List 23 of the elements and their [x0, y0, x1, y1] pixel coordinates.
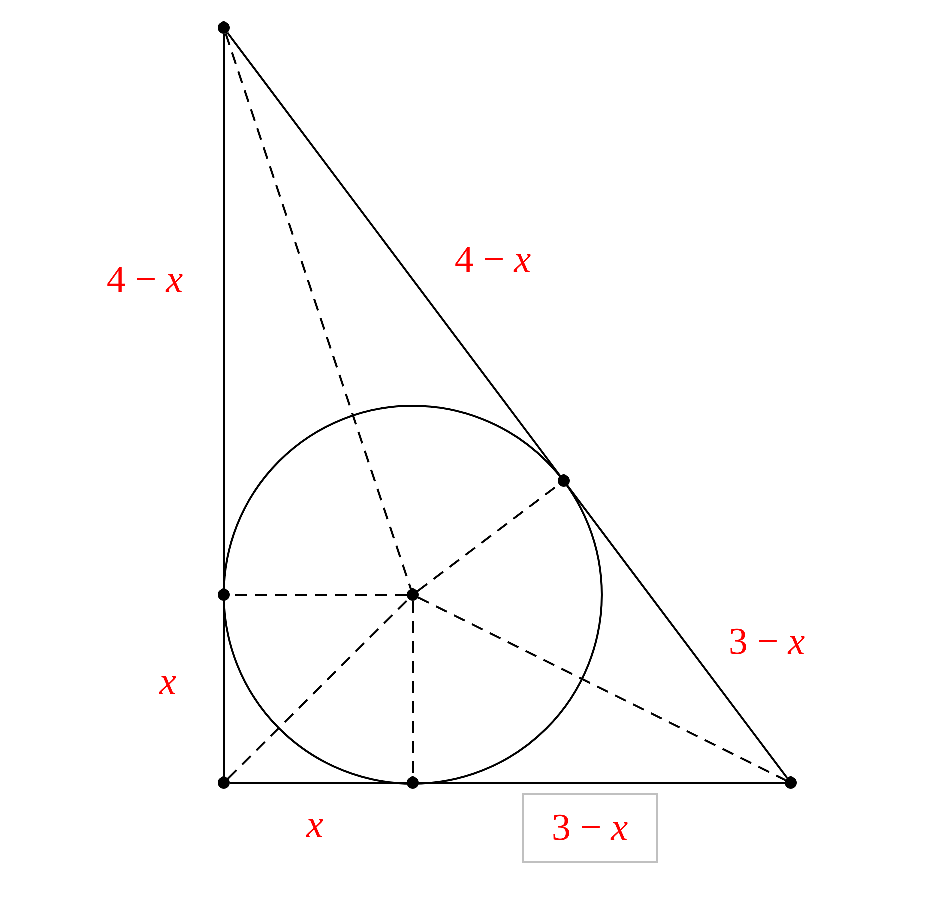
point: [218, 589, 230, 601]
math-label: 4 − x: [454, 241, 532, 279]
label-box: [522, 793, 658, 863]
math-label: x: [160, 663, 176, 701]
line-segment: [226, 32, 562, 477]
point: [218, 22, 230, 34]
line-segment: [419, 782, 785, 784]
point: [558, 475, 570, 487]
point: [407, 589, 419, 601]
math-label: 3 − x: [728, 623, 806, 661]
math-label: 4 − x: [106, 261, 184, 299]
math-label: 3 − x: [552, 809, 628, 847]
line-segment: [223, 601, 225, 777]
dashed-line: [228, 598, 410, 780]
line-segment: [230, 782, 407, 784]
point: [785, 777, 797, 789]
point: [218, 777, 230, 789]
dashed-line: [418, 596, 786, 782]
dashed-line: [224, 33, 412, 590]
line-segment: [566, 485, 788, 779]
point: [407, 777, 419, 789]
line-segment: [223, 34, 225, 589]
math-label: x: [306, 806, 324, 844]
